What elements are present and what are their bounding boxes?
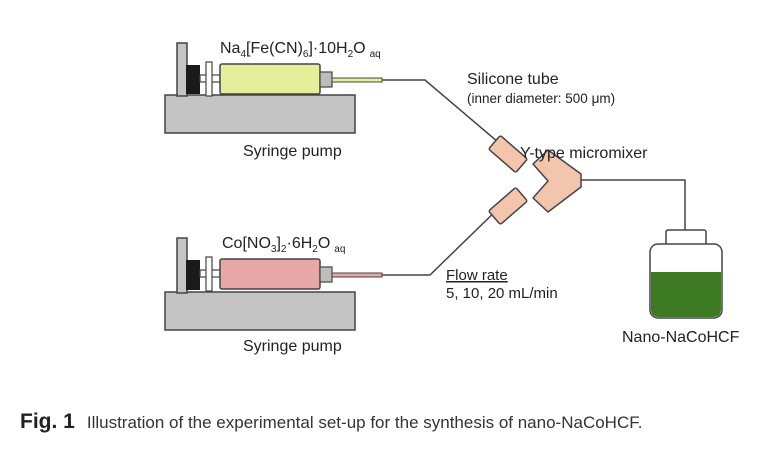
pump-top-label: Syringe pump [243, 143, 342, 160]
plunger-flange-top [205, 61, 213, 97]
pump-base-top [164, 94, 356, 134]
syringe-hub-top [319, 71, 333, 88]
mixer-label: Y-type micromixer [520, 145, 648, 162]
pump-stand-bottom [176, 237, 188, 294]
pump-stand-top [176, 42, 188, 97]
y-micromixer [488, 135, 582, 225]
syringe-barrel-top [219, 63, 321, 95]
pusher-block-bottom [186, 260, 200, 290]
product-label: Nano-NaCoHCF [622, 329, 740, 346]
product-bottle [649, 229, 723, 319]
syringe-barrel-bottom [219, 258, 321, 290]
tube-mixer-to-bottle [578, 179, 686, 248]
tube-detail-label: (inner diameter: 500 μm) [467, 91, 615, 106]
plunger-flange-bottom [205, 256, 213, 292]
needle-top [331, 77, 383, 83]
syringe-hub-bottom [319, 266, 333, 283]
figure-caption: Fig. 1 Illustration of the experimental s… [20, 410, 642, 434]
pump-bottom-label: Syringe pump [243, 338, 342, 355]
flow-rate-title: Flow rate [446, 267, 508, 284]
silicone-tubing [382, 79, 686, 276]
bottle-liquid [651, 272, 721, 317]
tube-top-to-mixer [382, 79, 506, 149]
tube-title-label: Silicone tube [467, 71, 559, 88]
needle-bottom [331, 272, 383, 278]
pusher-block-top [186, 65, 200, 94]
caption-text: Illustration of the experimental set-up … [86, 413, 643, 432]
tube-bottom-to-mixer [382, 201, 506, 276]
flow-rate-values: 5, 10, 20 mL/min [446, 285, 558, 302]
syringe-pump-bottom [164, 237, 383, 331]
figure-number: Fig. 1 [20, 410, 75, 433]
syringe-pump-top [164, 42, 383, 134]
pump-base-bottom [164, 291, 356, 331]
